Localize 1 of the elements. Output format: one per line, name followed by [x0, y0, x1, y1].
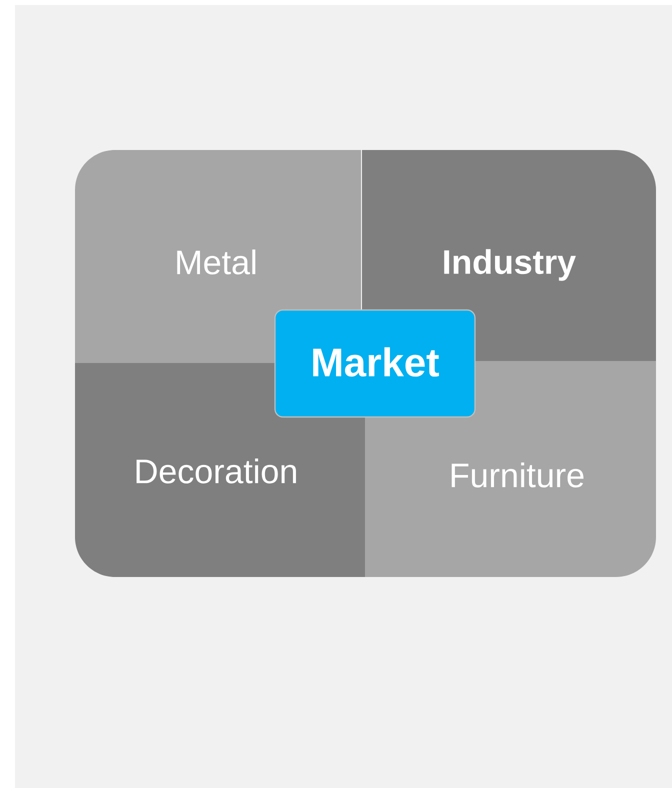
center-box: Market — [274, 309, 476, 418]
